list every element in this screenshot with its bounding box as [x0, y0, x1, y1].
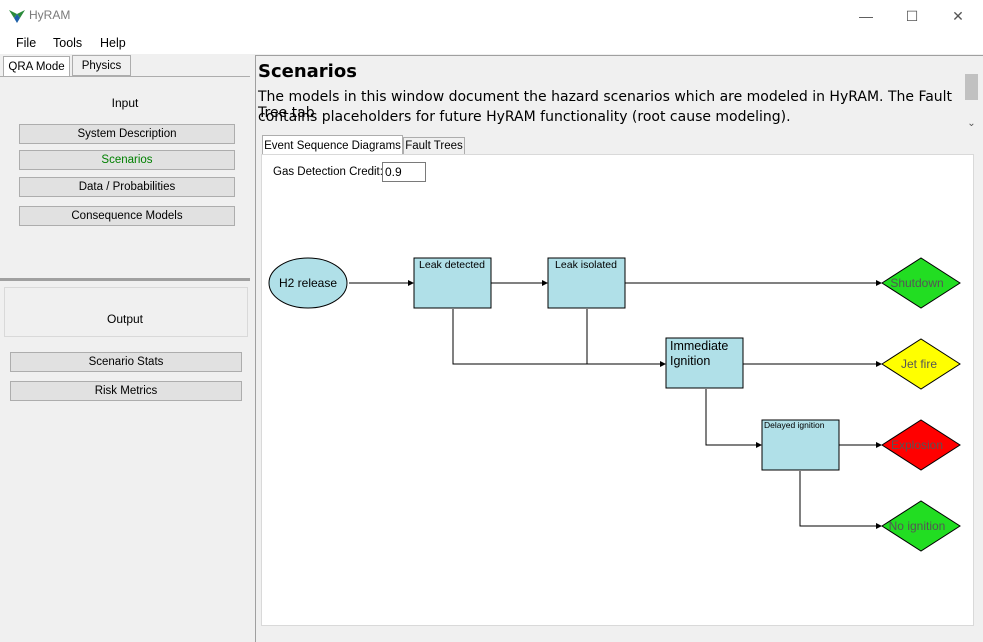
data-probabilities-button[interactable]: Data / Probabilities — [19, 177, 235, 197]
jet-fire-label: Jet fire — [901, 357, 937, 371]
jet-fire-node — [881, 338, 961, 390]
immediate-ignition-node — [665, 337, 744, 389]
immediate-ignition-label-2: Ignition — [670, 354, 710, 368]
menu-bar — [0, 32, 983, 54]
title-bar — [0, 0, 983, 32]
scroll-down-icon[interactable]: ⌄ — [967, 118, 976, 129]
connectors — [349, 280, 882, 529]
tab-event-sequence-diagrams[interactable]: Event Sequence Diagrams — [262, 135, 403, 156]
no-ignition-label: No ignition — [889, 519, 946, 533]
explosion-node — [881, 419, 961, 471]
close-button[interactable]: ✕ — [935, 0, 981, 32]
scenario-stats-button[interactable]: Scenario Stats — [10, 352, 242, 372]
delayed-ignition-node — [761, 419, 840, 471]
leak-isolated-node — [547, 257, 626, 309]
description-line-2: contains placeholders for future HyRAM f… — [258, 109, 791, 125]
event-sequence-diagram: H2 release Leak detected Leak isolated I… — [268, 257, 961, 552]
leak-detected-label: Leak detected — [419, 259, 485, 271]
risk-metrics-button[interactable]: Risk Metrics — [10, 381, 242, 401]
description-line-1: The models in this window document the h… — [258, 89, 953, 121]
h2-release-node — [268, 257, 348, 309]
shutdown-label: Shutdown — [890, 276, 943, 290]
immediate-ignition-label-1: Immediate — [670, 339, 728, 353]
maximize-icon: ☐ — [905, 7, 919, 24]
output-heading: Output — [106, 312, 144, 326]
system-description-button[interactable]: System Description — [19, 124, 235, 144]
scrollbar-thumb[interactable] — [965, 74, 978, 100]
diagram-area — [261, 154, 974, 626]
menu-file[interactable]: File — [16, 36, 37, 50]
menu-tools[interactable]: Tools — [53, 36, 83, 50]
minimize-button[interactable]: — — [843, 0, 889, 32]
consequence-models-button[interactable]: Consequence Models — [19, 206, 235, 226]
input-heading: Input — [111, 96, 139, 110]
maximize-button[interactable]: ☐ — [889, 0, 935, 32]
leak-isolated-label: Leak isolated — [555, 259, 617, 271]
close-icon: ✕ — [952, 7, 964, 24]
page-title: Scenarios — [258, 61, 357, 82]
h2-release-label: H2 release — [279, 276, 337, 290]
gas-detection-input[interactable] — [382, 162, 426, 182]
tab-fault-trees[interactable]: Fault Trees — [403, 137, 465, 155]
tab-divider — [0, 76, 250, 77]
tab-physics[interactable]: Physics — [72, 55, 131, 76]
gas-detection-label: Gas Detection Credit: — [273, 166, 383, 178]
output-header — [4, 287, 248, 337]
hyram-logo-icon — [9, 10, 25, 23]
no-ignition-node — [881, 500, 961, 552]
explosion-label: Explosion — [891, 438, 943, 452]
panel-splitter[interactable] — [0, 278, 250, 281]
delayed-ignition-label: Delayed ignition — [764, 420, 825, 430]
minimize-icon: — — [859, 8, 873, 24]
tab-qra-mode[interactable]: QRA Mode — [3, 56, 70, 76]
leak-detected-node — [413, 257, 492, 309]
menu-help[interactable]: Help — [100, 36, 126, 50]
shutdown-node — [881, 257, 961, 309]
scenarios-button[interactable]: Scenarios — [19, 150, 235, 170]
window-title: HyRAM — [29, 8, 71, 22]
